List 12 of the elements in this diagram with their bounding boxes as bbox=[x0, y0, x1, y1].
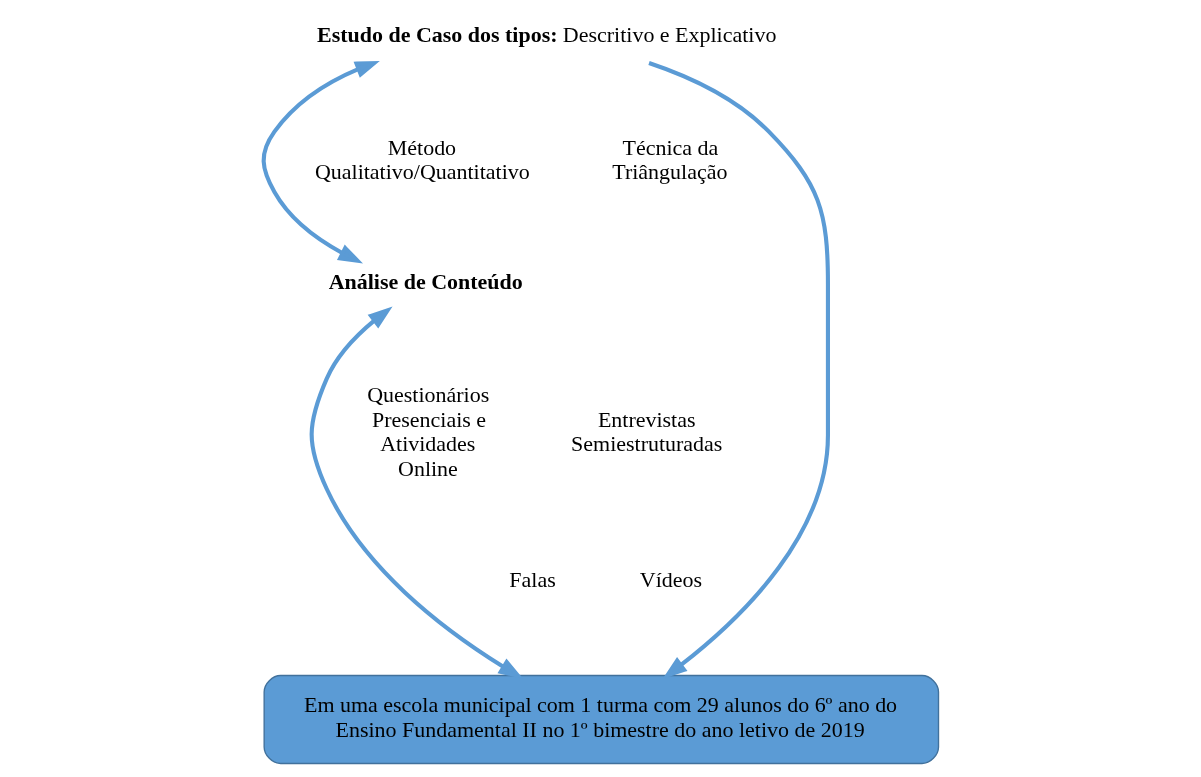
node-text: Estudo de Caso dos tipos: Descritivo e Explicativo bbox=[316, 22, 776, 48]
label: Entrevistas Semiestruturadas bbox=[570, 406, 722, 457]
arrow bbox=[647, 61, 830, 679]
arrow bbox=[261, 60, 380, 264]
label: Técnica da Triângulação bbox=[611, 134, 727, 185]
label: Vídeos bbox=[639, 567, 702, 593]
node-text: Análise de Conteúdo bbox=[328, 269, 523, 295]
node-box: Em uma escola municipal com 1 turma com 29 alunos do 6º ano do Ensino Fundamental II no 1º bimestre do ano letivo de 2019 bbox=[262, 674, 939, 765]
label: Questionários Presenciais e Atividades Online bbox=[366, 381, 489, 482]
arrow bbox=[309, 306, 523, 679]
label: Falas bbox=[508, 567, 556, 593]
label: Método Qualitativo/Quantitativo bbox=[314, 134, 530, 185]
